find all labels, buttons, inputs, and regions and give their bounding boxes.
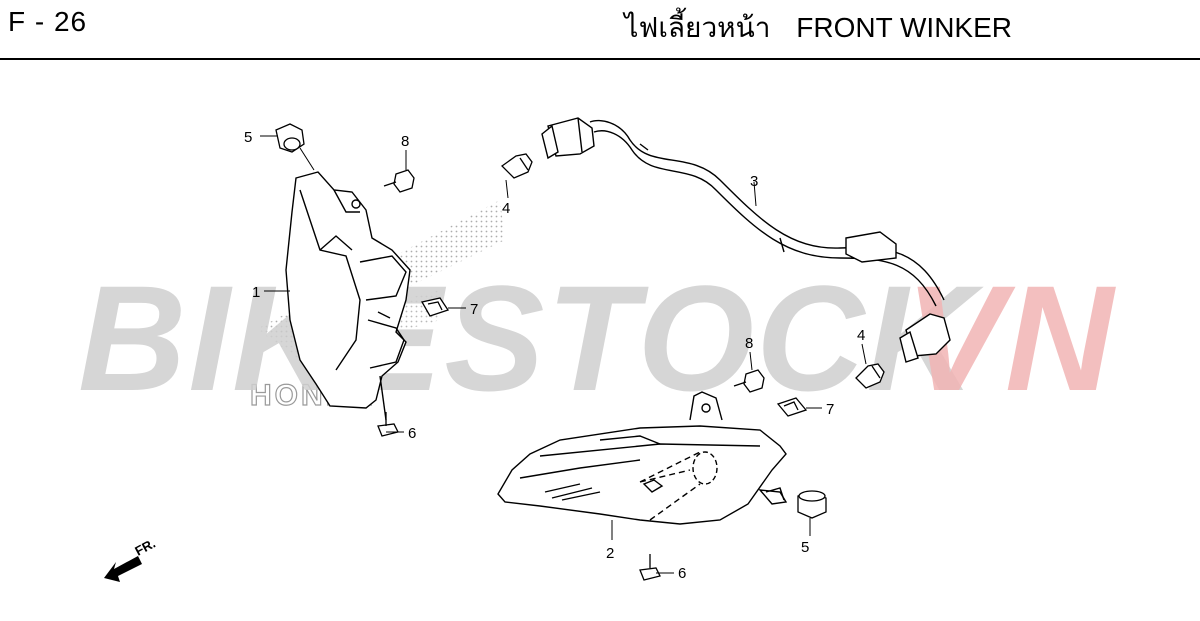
page-title: ไฟเลี้ยวหน้า FRONT WINKER bbox=[624, 6, 1012, 50]
title-thai: ไฟเลี้ยวหน้า bbox=[624, 11, 771, 44]
wiring-harness bbox=[541, 117, 951, 363]
callout-8-right: 8 bbox=[745, 335, 753, 352]
watermark-gray: BIKESTOCK bbox=[78, 254, 984, 422]
clip-right bbox=[776, 397, 808, 417]
callout-4-right: 4 bbox=[857, 327, 865, 344]
grommet-left bbox=[275, 123, 305, 153]
nut-left bbox=[383, 169, 415, 193]
left-winker-assembly bbox=[285, 171, 411, 421]
screw-right bbox=[639, 554, 661, 581]
bulb-right bbox=[855, 363, 885, 389]
callout-6-left: 6 bbox=[408, 425, 416, 442]
callout-3: 3 bbox=[750, 173, 758, 190]
bulb-left bbox=[500, 153, 533, 179]
callout-2: 2 bbox=[606, 545, 614, 562]
title-english: FRONT WINKER bbox=[796, 12, 1012, 43]
callout-labels: 5 8 4 1 7 6 3 8 7 4 2 5 6 bbox=[244, 129, 865, 582]
right-winker-assembly bbox=[497, 391, 788, 525]
exploded-diagram: HONDA BIKESTOCK VN bbox=[78, 117, 1116, 582]
callout-5-right: 5 bbox=[801, 539, 809, 556]
callout-8-left: 8 bbox=[401, 133, 409, 150]
front-direction-indicator: FR. bbox=[104, 536, 158, 582]
clip-left bbox=[420, 297, 450, 317]
callout-5-left: 5 bbox=[244, 129, 252, 146]
callout-6-right: 6 bbox=[678, 565, 686, 582]
callout-1: 1 bbox=[252, 284, 260, 301]
callout-7-left: 7 bbox=[470, 301, 478, 318]
leader-lines bbox=[260, 135, 867, 574]
page-code: F - 26 bbox=[8, 6, 88, 37]
direction-label: FR. bbox=[132, 536, 158, 559]
callout-4-left: 4 bbox=[502, 200, 510, 217]
grommet-right bbox=[797, 490, 827, 519]
callout-7-right: 7 bbox=[826, 401, 834, 418]
page-header: F - 26 ไฟเลี้ยวหน้า FRONT WINKER bbox=[0, 0, 1200, 60]
watermark: BIKESTOCK VN bbox=[78, 254, 1116, 422]
nut-right bbox=[733, 369, 765, 393]
header-divider bbox=[0, 58, 1200, 60]
